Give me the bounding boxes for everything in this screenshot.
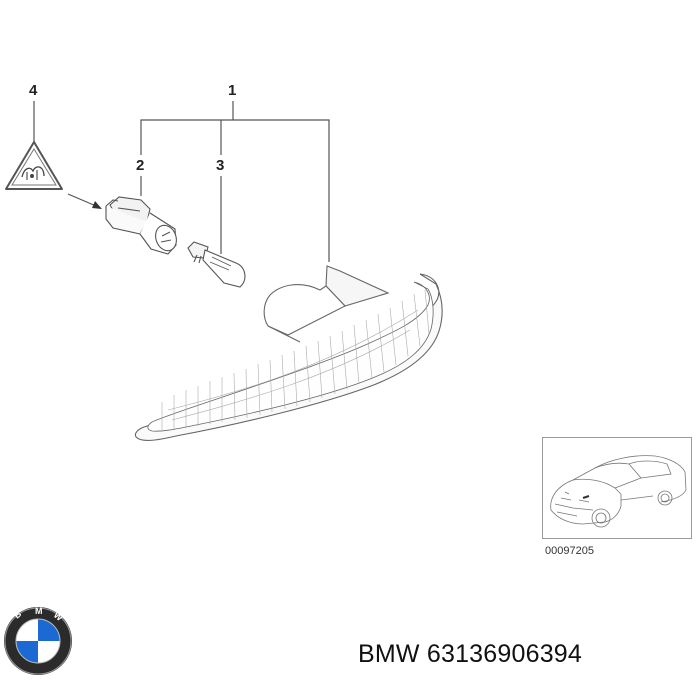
reference-id-text: 00097205 [545,545,594,557]
bulb [187,241,246,288]
arrow-icon [67,193,102,209]
bmw-logo: B M W [2,605,74,677]
callout-2: 2 [136,157,144,174]
brand-name: BMW [358,640,420,668]
part-number: 63136906394 [426,640,583,668]
callout-1: 1 [228,82,236,99]
svg-text:B: B [12,608,24,620]
bulb-socket [105,196,177,255]
leader-lines [33,101,330,262]
callout-3: 3 [216,157,224,174]
callout-4: 4 [29,82,38,99]
warning-label-icon [5,141,63,190]
part-title: BMW 63136906394 [358,640,582,669]
side-marker-lamp [134,265,443,441]
svg-text:M: M [35,606,43,616]
vehicle-location-thumbnail [542,437,692,539]
diagram-reference-id: 00097205 [545,541,594,559]
